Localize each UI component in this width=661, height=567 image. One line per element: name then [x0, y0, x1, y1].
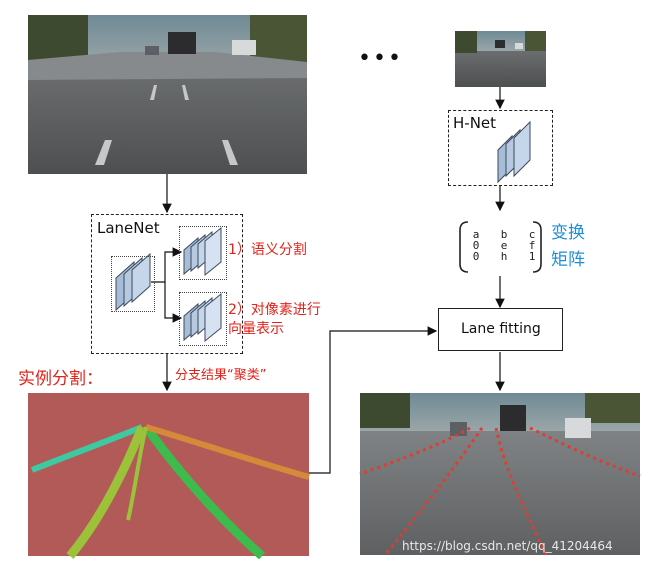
- pixel-embedding-label-line2: 向量表示: [228, 321, 284, 337]
- semantic-dotted-box: [179, 226, 227, 280]
- instance-segmentation-output: [28, 393, 310, 560]
- lane-fitting-label: Lane fitting: [461, 321, 541, 337]
- matrix-cell: e: [500, 239, 508, 252]
- matrix-cell: 0: [472, 250, 480, 263]
- hnet-input-photo: [455, 31, 546, 87]
- arrow-segmentation-to-fitting: [309, 326, 438, 474]
- matrix-cell: a: [472, 228, 480, 241]
- ellipsis: •••: [358, 46, 403, 71]
- matrix-cell: c: [528, 228, 536, 241]
- matrix-right-bracket: [532, 221, 542, 273]
- cluster-label: 分支结果“聚类”: [175, 368, 267, 383]
- lanenet-encoder-icon: [115, 252, 151, 312]
- lane-fitting-box: [438, 308, 563, 351]
- input-road-photo: [28, 15, 307, 174]
- encoder-dotted-box: [111, 256, 155, 312]
- transform-matrix: a b c 0 e f 0 h 1: [462, 229, 546, 262]
- embedding-branch-icon: [183, 292, 222, 343]
- transform-label-line1: 变换: [551, 223, 585, 243]
- matrix-left-bracket: [459, 221, 469, 273]
- embedding-dotted-box: [179, 292, 227, 346]
- watermark: https://blog.csdn.net/qq_41204464: [402, 539, 613, 553]
- semantic-segmentation-label: 1）语义分割: [228, 242, 307, 258]
- matrix-cell: f: [528, 239, 536, 252]
- lane-fitting-output-photo: [359, 393, 641, 556]
- lanenet-box: [91, 214, 243, 354]
- lanenet-label: LaneNet: [97, 219, 160, 237]
- matrix-cell: 0: [472, 239, 480, 252]
- hnet-network-icon: [497, 120, 531, 184]
- semantic-branch-icon: [183, 226, 222, 277]
- matrix-cell: b: [500, 228, 508, 241]
- hnet-label: H-Net: [453, 114, 497, 132]
- transform-label-line2: 矩阵: [551, 250, 585, 270]
- instance-segmentation-label: 实例分割：: [18, 369, 103, 389]
- pixel-embedding-label-line1: 2）对像素进行: [228, 302, 321, 318]
- matrix-cell: h: [500, 250, 508, 263]
- arrow-to-embedding-branch: [164, 282, 183, 323]
- hnet-box: [448, 110, 553, 186]
- matrix-cell: 1: [528, 250, 536, 263]
- arrow-to-semantic-branch: [151, 247, 183, 283]
